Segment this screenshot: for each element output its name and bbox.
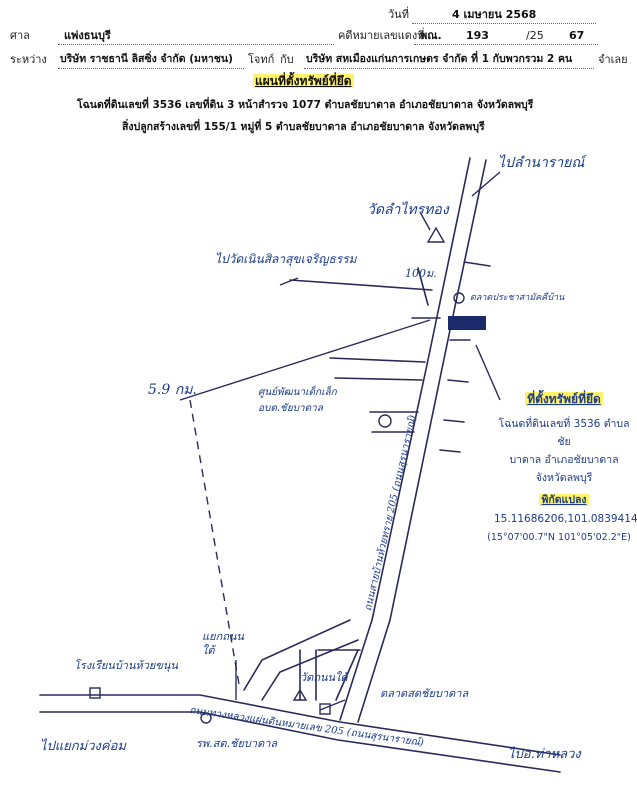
distance-pointer <box>179 319 431 401</box>
highway-bottom-edge <box>39 711 561 773</box>
location-pointer <box>475 344 501 401</box>
label-to-west: ไปแยกม่วงค่อม <box>40 739 126 754</box>
label-junction: แยกถนนใต้ <box>202 630 244 657</box>
coords-value: 15.11686206,101.08394144 <box>494 513 637 525</box>
defendant-label: จำเลย <box>598 53 628 66</box>
label-fresh-market: ตลาดสดชัยบาดาล <box>380 687 469 700</box>
case-year: 67 <box>569 29 585 42</box>
label-to-east: ไปอ.ท่าหลวง <box>508 747 581 762</box>
info-panel: ที่ตั้งทรัพย์ที่ยึด โฉนดที่ดินเลขที่ 353… <box>487 390 637 546</box>
case-prefix: พณ. <box>420 29 442 42</box>
label-temple-bottom: วัดถนนใต้ <box>300 671 348 684</box>
defendant-name: บริษัท สหเมืองแก่นการเกษตร จำกัด ที่ 1 ก… <box>306 53 573 65</box>
property-block <box>448 316 486 330</box>
label-market: ตลาดประชาสามัคคีบ้าน <box>470 293 565 303</box>
label-school: โรงเรียนบ้านห้วยขนุน <box>74 659 178 672</box>
highway-top-edge <box>39 694 561 756</box>
plaintiff-label: โจทก์ <box>248 53 275 66</box>
date-value: 4 เมษายน 2568 <box>452 8 537 21</box>
info-line2: บาดาล อำเภอชัยบาดาล <box>509 454 619 466</box>
info-line1: โฉนดที่ดินเลขที่ 3536 ตำบลชัย <box>498 418 630 448</box>
with-label: กับ <box>280 53 294 66</box>
case-number-label: คดีหมายเลขแดงที่ <box>338 29 425 42</box>
label-to-north: ไปลำนารายณ์ <box>498 155 585 171</box>
case-separator: /25 <box>526 29 544 42</box>
main-road-right-edge <box>357 159 487 723</box>
label-distance-top: 100ม. <box>405 267 437 280</box>
info-heading: ที่ตั้งทรัพย์ที่ยึด <box>525 392 603 406</box>
court-value: แพ่งธนบุรี <box>64 29 111 42</box>
coords-dms: (15°07'00.7"N 101°05'02.2"E) <box>487 532 631 543</box>
temple-icon <box>426 226 446 243</box>
info-line3: จังหวัดลพบุรี <box>535 472 593 484</box>
label-temple: วัดลำไทรทอง <box>367 202 449 218</box>
plaintiff-name: บริษัท ราชธานี ลิสซิ่ง จำกัด (มหาชน) <box>60 53 233 65</box>
hospital-icon <box>200 712 212 724</box>
main-road-left-edge <box>339 157 471 721</box>
between-label: ระหว่าง <box>10 53 47 66</box>
page-title: แผนที่ตั้งทรัพย์ที่ยึด <box>253 74 354 88</box>
building-description: สิ่งปลูกสร้างเลขที่ 155/1 หมู่ที่ 5 ตำบล… <box>122 121 485 133</box>
childcare-icon <box>378 414 392 428</box>
court-label: ศาล <box>10 29 30 42</box>
side-road <box>289 279 433 291</box>
deed-description: โฉนดที่ดินเลขที่ 3536 เลขที่ดิน 3 หน้าสำ… <box>77 99 534 111</box>
coords-heading: พิกัดแปลง <box>539 494 589 506</box>
label-hospital: รพ.สต.ชัยบาดาล <box>196 737 278 750</box>
date-label: วันที่ <box>388 8 409 21</box>
label-to-west-temple: ไปวัดเนินสิลาสุขเจริญธรรม <box>215 252 357 266</box>
label-childcare: ศูนย์พัฒนาเด็กเล็ก อบต.ชัยบาดาล <box>258 387 337 414</box>
school-icon <box>89 687 101 699</box>
case-number: 193 <box>466 29 489 42</box>
label-distance-left: 5.9 กม. <box>148 382 197 398</box>
